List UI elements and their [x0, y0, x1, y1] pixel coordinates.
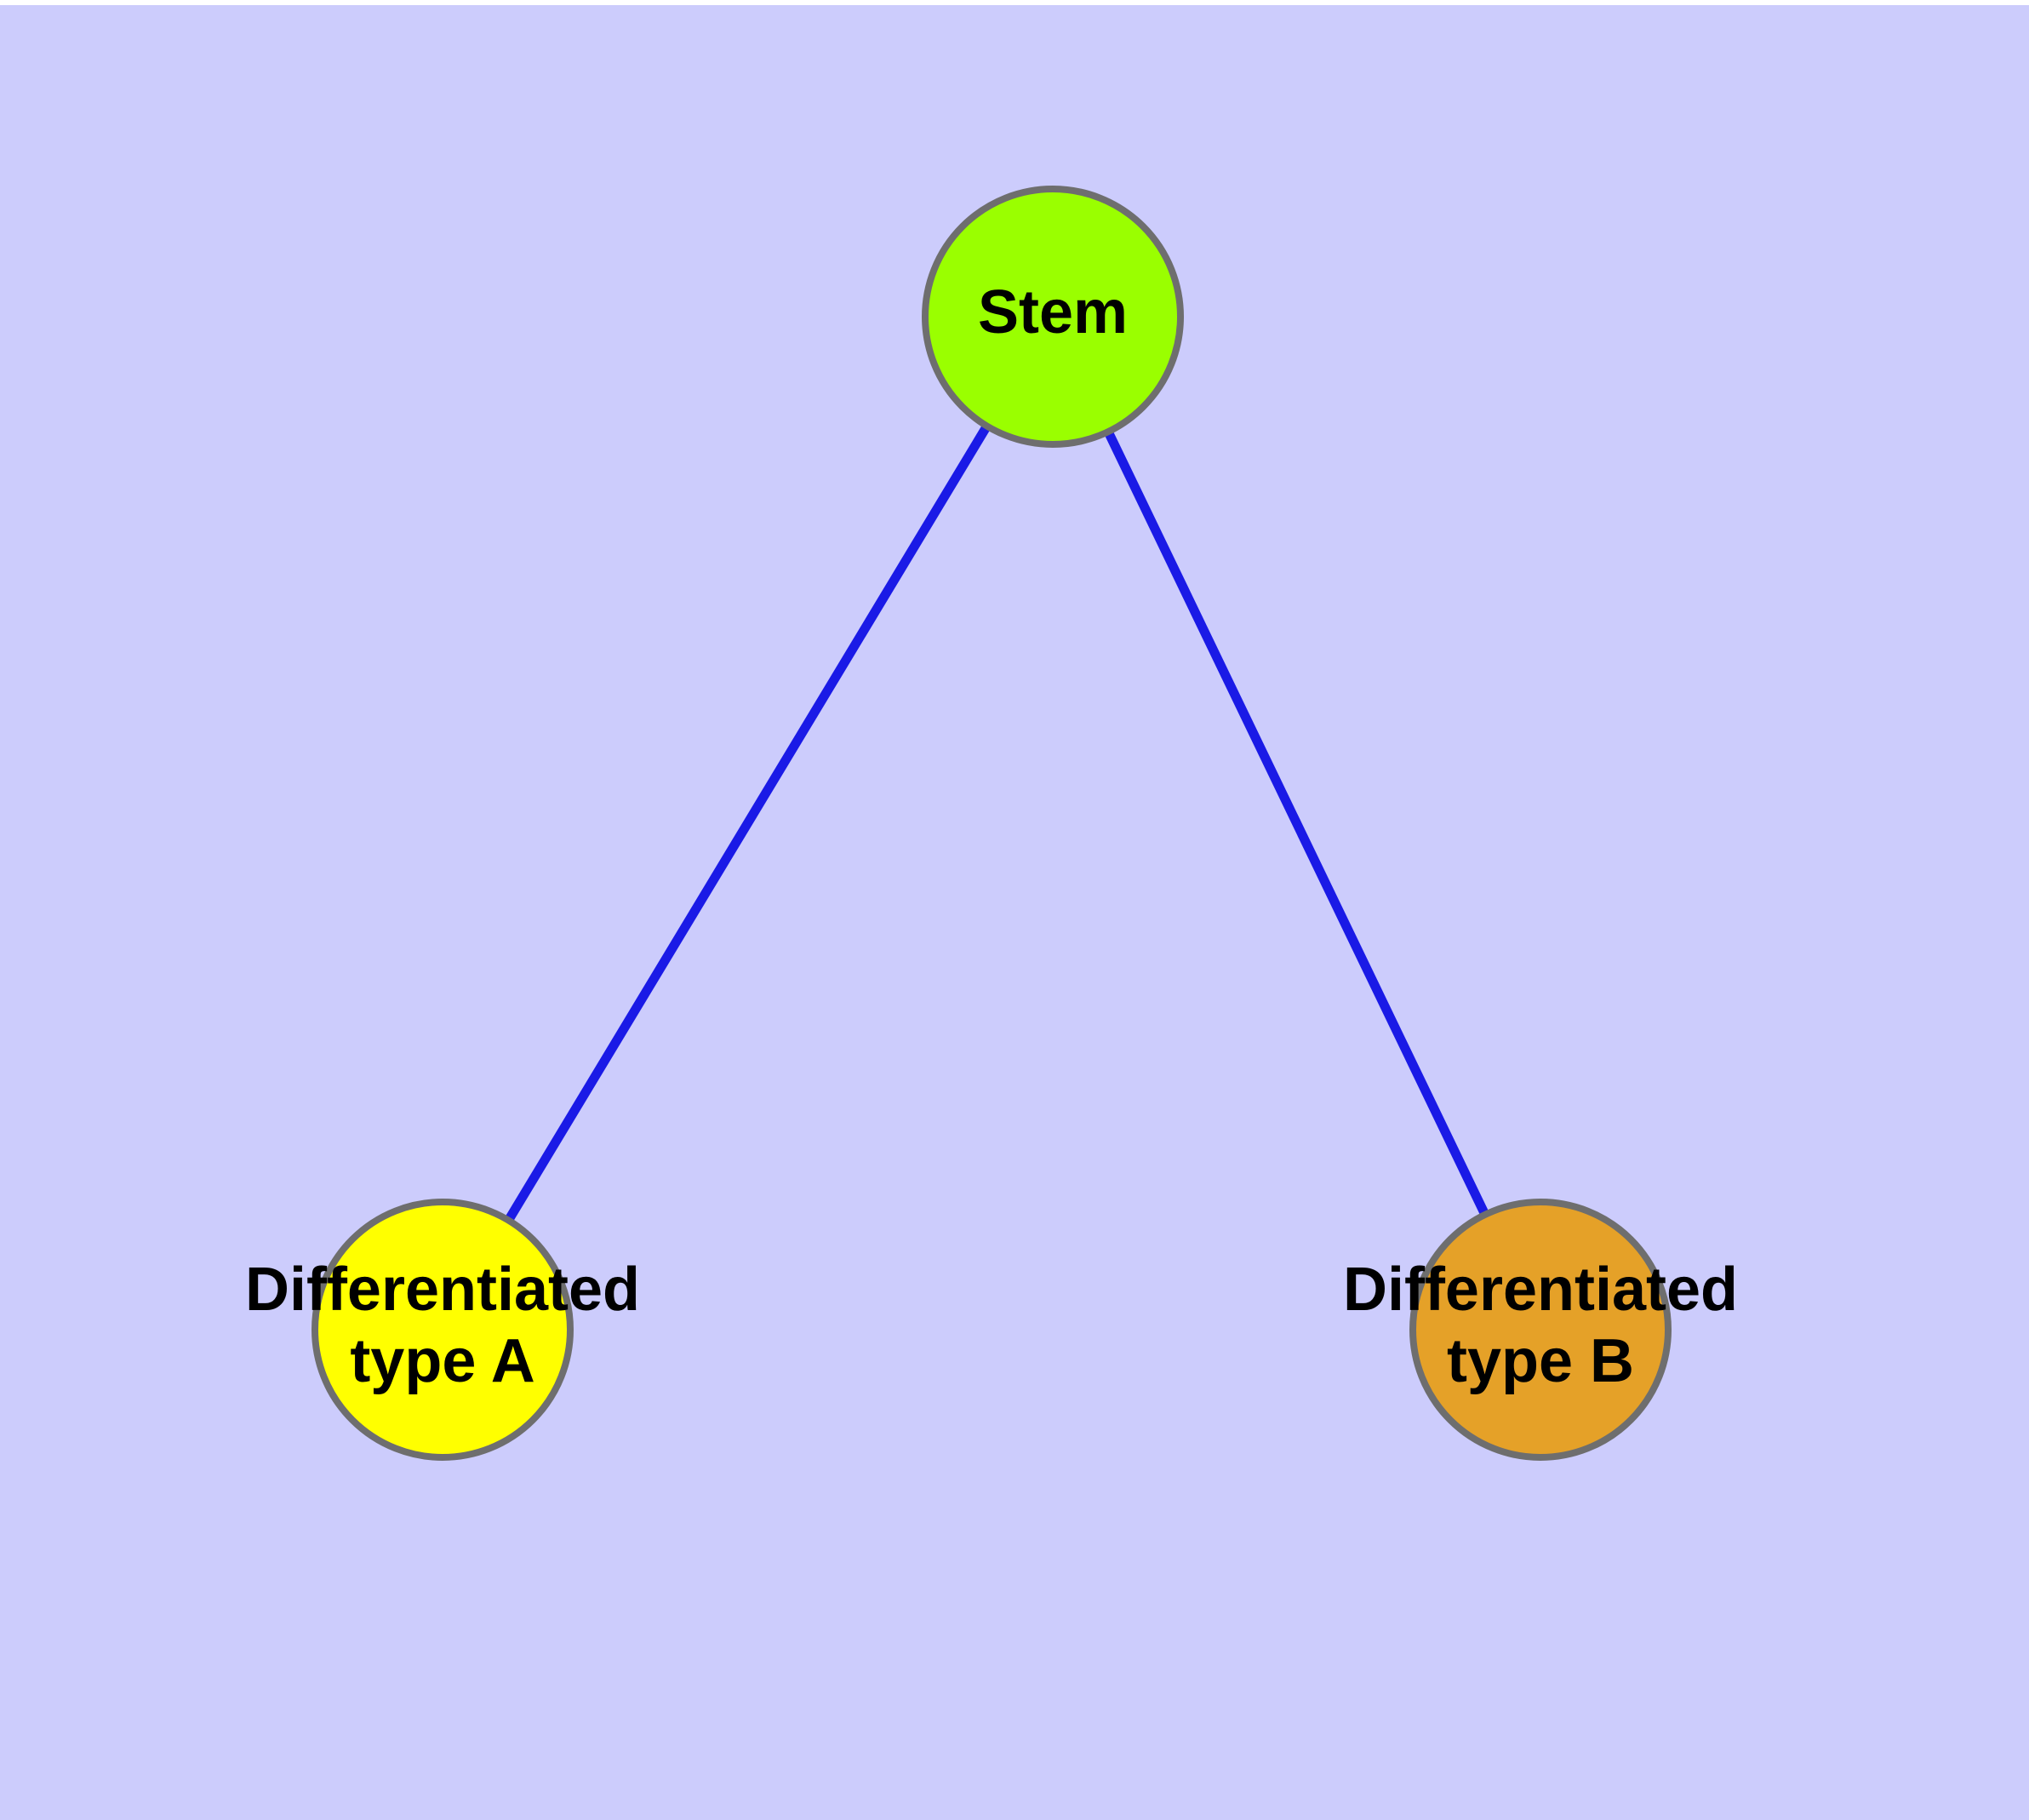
node-stem[interactable] — [922, 186, 1184, 448]
edge-stem-to-differentiated-type-a — [438, 314, 1057, 1332]
nodes-layer — [311, 186, 1672, 1461]
node-label-stem: Stem — [978, 278, 1128, 346]
edges-layer — [438, 314, 1545, 1332]
edge-stem-to-differentiated-type-b — [1049, 314, 1545, 1332]
node-differentiated-type-b[interactable] — [1409, 1199, 1672, 1461]
node-differentiated-type-a[interactable] — [311, 1199, 574, 1461]
